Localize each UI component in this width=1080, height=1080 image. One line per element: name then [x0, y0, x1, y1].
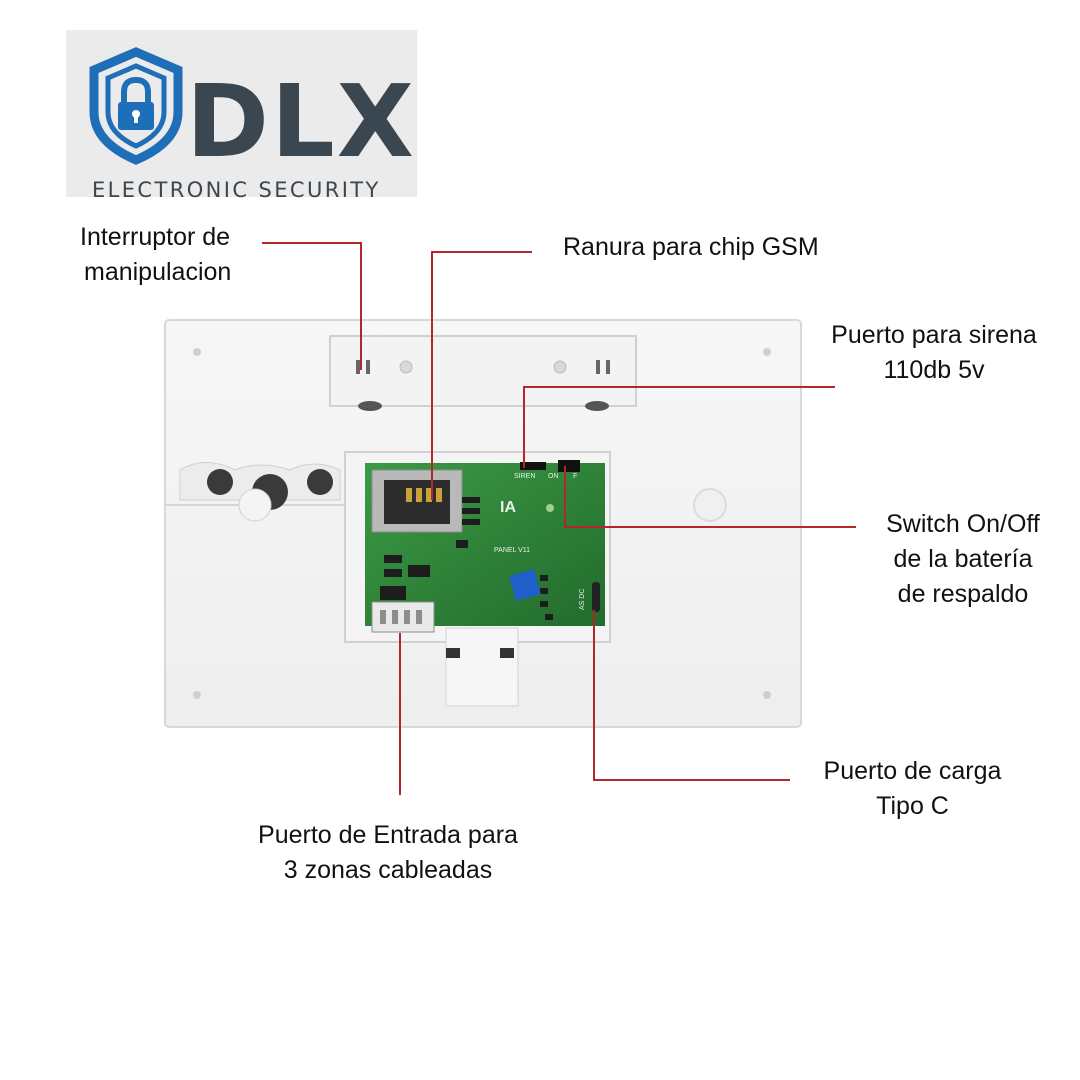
callout-zone-input: Puerto de Entrada para 3 zonas cableadas	[245, 818, 531, 888]
pcb-mark-f: F	[573, 473, 577, 480]
callout-line: Puerto para sirena	[831, 321, 1037, 349]
pcb-mark-panel: PANEL V11	[494, 547, 530, 554]
pcb-mark-usb: AS DC	[579, 589, 586, 610]
sim-contacts	[406, 488, 442, 502]
latch-clip	[446, 648, 460, 658]
callout-line: Interruptor de	[80, 223, 231, 251]
callout-siren-port: Puerto para sirena 110db 5v	[826, 318, 1042, 388]
on-off-switch	[558, 460, 580, 472]
brand-wordmark: DLX	[186, 63, 416, 180]
callout-line: Tipo C	[876, 792, 949, 820]
callout-line: 110db 5v	[883, 356, 985, 384]
siren-connector	[520, 462, 546, 470]
leader-line-siren	[523, 386, 835, 468]
callout-line: Switch On/Off	[886, 510, 1040, 538]
latch-clip	[500, 648, 514, 658]
bracket-hole	[399, 360, 413, 374]
callout-line: 3 zonas cableadas	[283, 856, 493, 884]
leader-line-battery-switch	[564, 466, 856, 528]
case-knob	[307, 469, 333, 495]
callout-line: de la batería	[893, 545, 1033, 573]
case-knob	[207, 469, 233, 495]
leader-line-tamper	[262, 242, 362, 370]
leader-line-gsm	[431, 251, 532, 500]
bracket-slot	[356, 360, 360, 374]
screw-hole	[763, 691, 771, 699]
bracket-hole	[553, 360, 567, 374]
pcb-mark-siren: SIREN	[514, 473, 535, 480]
bracket-slot	[366, 360, 370, 374]
leader-line-charging	[593, 610, 790, 781]
zone-terminal-screws	[380, 610, 422, 624]
callout-tamper-switch: Interruptor de manipulacion	[80, 220, 231, 290]
bracket-foot	[358, 401, 382, 411]
callout-line: de respaldo	[897, 580, 1029, 608]
mounting-bracket	[329, 335, 637, 407]
case-knob-cap	[238, 488, 272, 522]
callout-gsm-slot: Ranura para chip GSM	[563, 230, 819, 265]
bracket-foot	[585, 401, 609, 411]
bracket-slot	[596, 360, 600, 374]
bracket-slot	[606, 360, 610, 374]
bottom-latch	[445, 627, 519, 707]
pcb-mark-on: ON	[548, 473, 559, 480]
brand-tagline: ELECTRONIC SECURITY	[92, 178, 381, 202]
callout-battery-switch: Switch On/Off de la batería de respaldo	[870, 507, 1056, 612]
callout-line: Ranura para chip GSM	[563, 233, 819, 261]
blue-module	[509, 569, 541, 601]
screw-hole	[763, 348, 771, 356]
usb-c-port	[592, 582, 600, 612]
callout-charging-port: Puerto de carga Tipo C	[810, 754, 1015, 824]
case-button	[693, 488, 727, 522]
callout-line: Puerto de carga	[823, 757, 1002, 785]
screw-hole	[193, 691, 201, 699]
pcb-mark-ia: IA	[500, 499, 516, 516]
leader-lines	[262, 242, 856, 795]
callout-line: Puerto de Entrada para	[258, 821, 518, 849]
brand-logo	[66, 30, 417, 197]
shield-padlock-icon	[89, 47, 183, 165]
pcb-led	[546, 504, 554, 512]
pcb-components	[380, 497, 553, 620]
callout-line: manipulacion	[84, 258, 232, 286]
screw-hole	[193, 348, 201, 356]
